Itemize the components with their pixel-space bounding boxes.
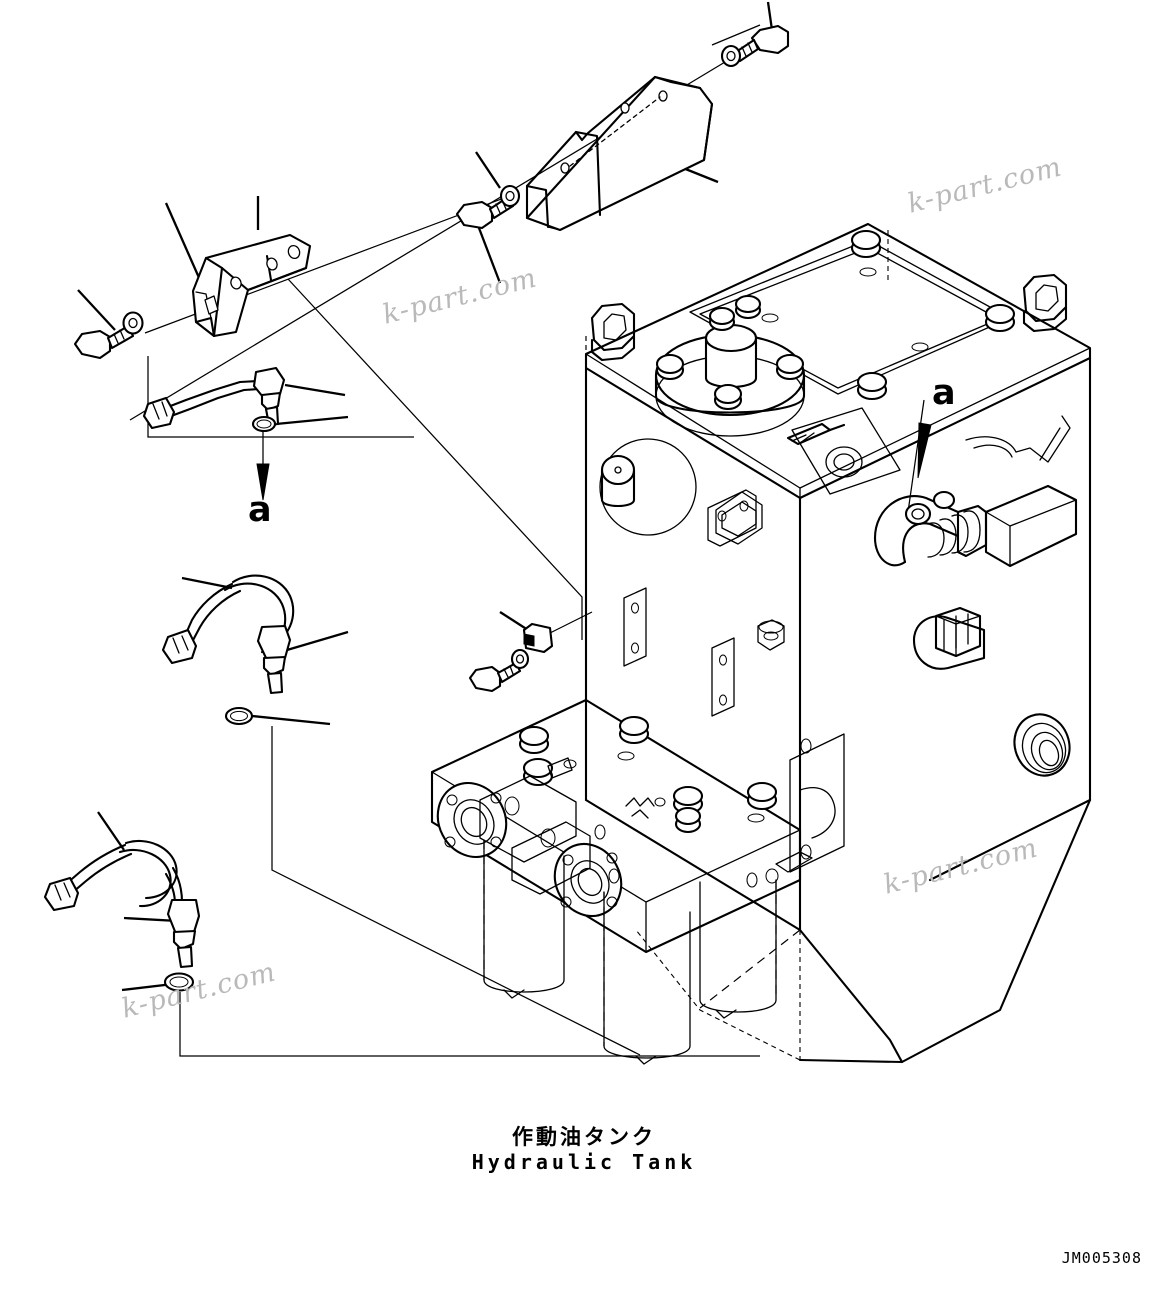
mounting-bolt-top-right — [720, 24, 790, 68]
filter-manifold — [430, 698, 845, 1065]
callout-label-a-right: a — [932, 373, 956, 413]
pressure-sensor-upper — [142, 366, 286, 430]
drawing-number: JM005308 — [1061, 1249, 1142, 1267]
title-english: Hydraulic Tank — [471, 1150, 697, 1175]
hydraulic-tank-body — [584, 222, 1092, 1064]
title-japanese: 作動油タンク — [512, 1125, 656, 1149]
sensor-mounting-bracket — [191, 233, 312, 338]
side-port-fitting — [912, 606, 986, 670]
pressure-sensor-lower — [43, 839, 201, 969]
o-ring-middle — [224, 706, 254, 726]
o-ring-lower — [163, 972, 195, 992]
filter-flange-left — [436, 781, 508, 859]
leader-lines — [77, 1, 932, 1057]
hydraulic-filter-2 — [603, 891, 691, 1065]
pressure-sensor-middle — [161, 574, 295, 695]
callout-label-a-left: a — [248, 490, 272, 530]
hydraulic-filter-3 — [699, 879, 777, 1019]
sensor-guard-cover — [525, 75, 714, 232]
o-ring-upper — [251, 415, 277, 433]
plug-fitting-assembly — [468, 622, 554, 693]
title-block: 作動油タンク Hydraulic Tank — [0, 1125, 1168, 1175]
mounting-bolt-cover-left — [455, 184, 521, 230]
mounting-bolt-bracket — [73, 311, 144, 360]
side-port-cap — [1013, 713, 1071, 777]
hydraulic-filter-1 — [483, 839, 565, 999]
